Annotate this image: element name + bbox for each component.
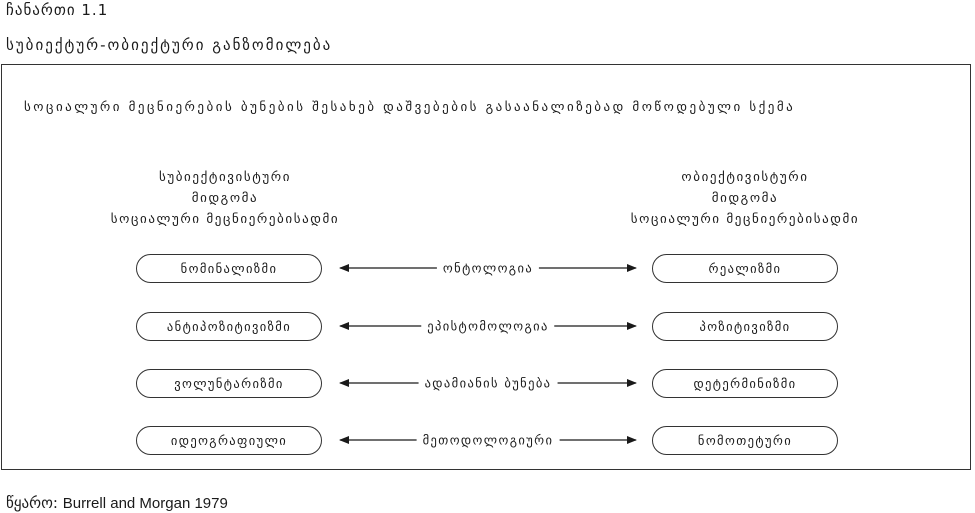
left-heading-line-2: მიდგომა: [191, 191, 259, 206]
figure-title: სუბიექტურ-ობიექტური განზომილება: [6, 36, 333, 54]
right-heading-line-2: მიდგომა: [711, 191, 779, 206]
right-pill-realism: რეალიზმი: [652, 254, 838, 283]
source-note: წყარო: Burrell and Morgan 1979: [6, 494, 228, 512]
dimension-label-human-nature: ადამიანის ბუნება: [418, 375, 558, 391]
left-pill-voluntarism: ვოლუნტარიზმი: [136, 369, 322, 398]
figure-label: ჩანართი 1.1: [6, 1, 109, 19]
left-heading-line-3: სოციალური მეცნიერებისადმი: [110, 212, 340, 227]
right-column-heading: ობიექტივისტური მიდგომა სოციალური მეცნიერ…: [580, 167, 910, 230]
diagram-heading: სოციალური მეცნიერების ბუნების შესახებ და…: [24, 100, 796, 115]
dimension-label-epistemology: ეპისტომოლოგია: [421, 318, 555, 334]
left-heading-line-1: სუბიექტივისტური: [158, 170, 292, 185]
left-pill-nominalism: ნომინალიზმი: [136, 254, 322, 283]
left-pill-anti-positivism: ანტიპოზიტივიზმი: [136, 312, 322, 341]
dimension-label-ontology: ონტოლოგია: [436, 260, 540, 276]
right-heading-line-1: ობიექტივისტური: [681, 170, 809, 185]
source-label: წყარო:: [6, 494, 58, 512]
right-heading-line-3: სოციალური მეცნიერებისადმი: [630, 212, 860, 227]
source-text: Burrell and Morgan 1979: [62, 495, 228, 512]
right-pill-nomothetic: ნომოთეტური: [652, 426, 838, 455]
left-column-heading: სუბიექტივისტური მიდგომა სოციალური მეცნიე…: [60, 167, 390, 230]
diagram-frame: [1, 64, 971, 470]
dimension-label-methodology: მეთოდოლოგიური: [416, 432, 560, 448]
right-pill-determinism: დეტერმინიზმი: [652, 369, 838, 398]
left-pill-ideographic: იდეოგრაფიული: [136, 426, 322, 455]
right-pill-positivism: პოზიტივიზმი: [652, 312, 838, 341]
